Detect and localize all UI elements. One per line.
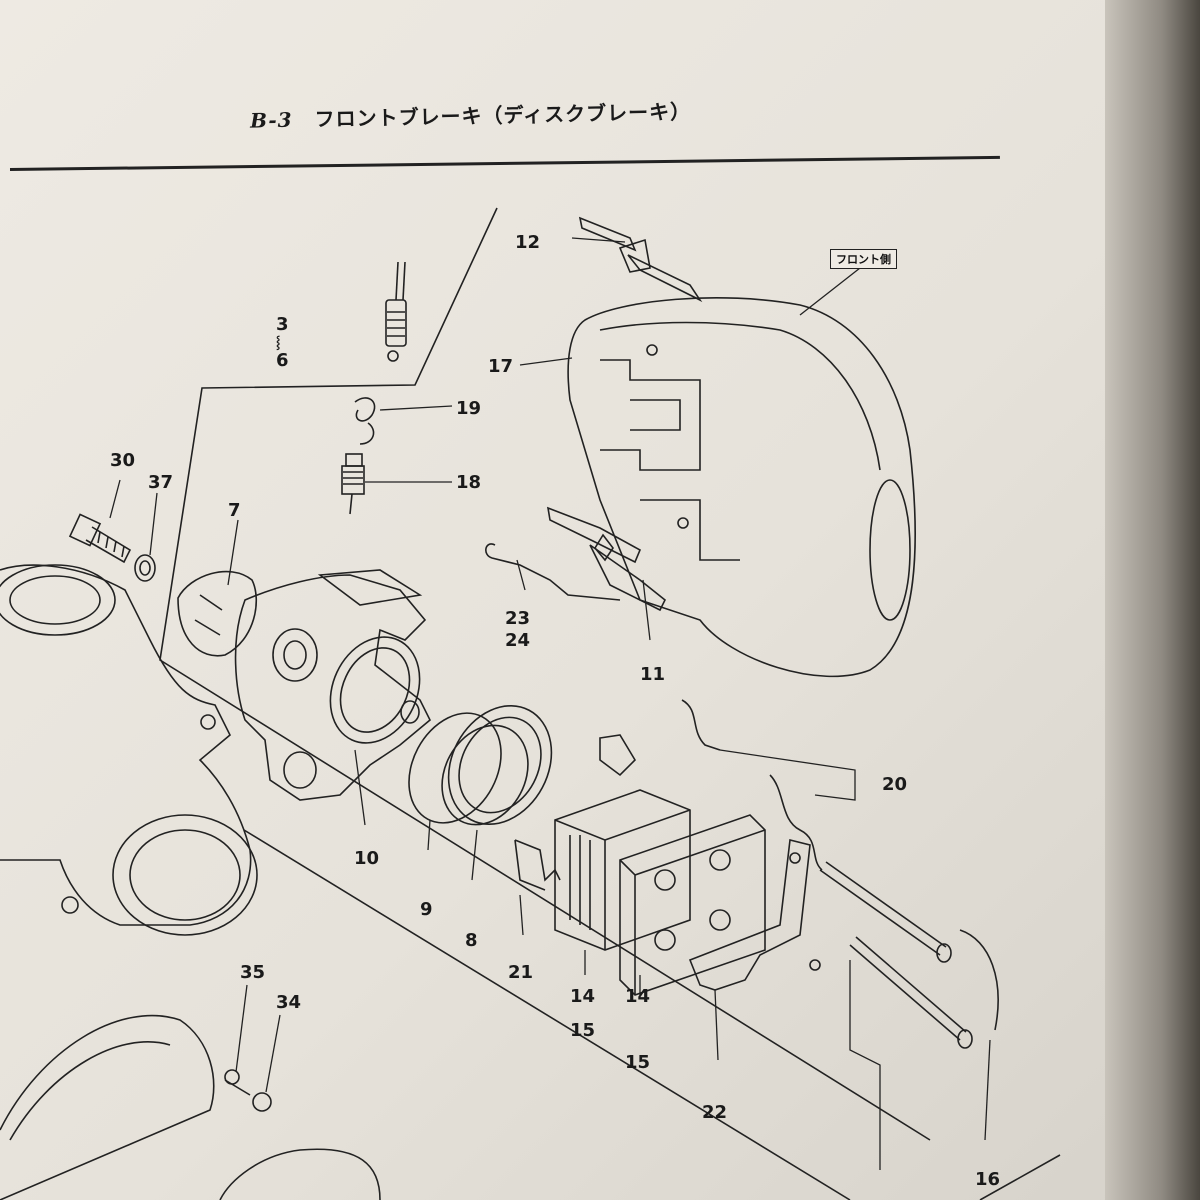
retainer-clip-16 (959, 929, 999, 1031)
group-boundary-line-lower (243, 829, 851, 1200)
part-label-11: 11 (640, 664, 665, 685)
part-label-18: 18 (456, 472, 481, 493)
part-label-10: 10 (354, 848, 379, 869)
shim-11 (546, 506, 667, 612)
bolt-30 (68, 513, 132, 564)
part-label-9: 9 (420, 899, 433, 920)
dust-shield (0, 1014, 215, 1200)
washer-37 (134, 554, 156, 582)
book-edge (1105, 0, 1200, 1200)
group-boundary-line-right (979, 1154, 1061, 1200)
brake-disc (219, 1148, 381, 1200)
shim-plate-22 (688, 839, 811, 991)
part-label-14-b: 14 (625, 986, 650, 1007)
anti-rattle-spring-a (681, 699, 721, 751)
anti-rattle-spring-b (769, 774, 823, 871)
front-side-label: フロント側 (830, 249, 897, 269)
part-label-34: 34 (276, 992, 301, 1013)
brake-pad-outer (619, 814, 766, 996)
part-label-7: 7 (228, 500, 241, 521)
part-label-20: 20 (882, 774, 907, 795)
part-label-3-6-top: 3 (276, 314, 289, 335)
part-label-30: 30 (110, 450, 135, 471)
caliper-body (177, 569, 431, 801)
part-labels: 12 17 19 18 3 ⸾ 6 30 37 7 23 24 11 20 10… (110, 232, 1000, 1190)
shim-12 (578, 216, 703, 303)
seal-ring-9 (408, 712, 502, 824)
part-label-23: 23 (505, 608, 530, 629)
part-label-15-b: 15 (625, 1052, 650, 1073)
part-label-22: 22 (702, 1102, 727, 1123)
part-label-15-a: 15 (570, 1020, 595, 1041)
clip-19 (354, 397, 376, 445)
leader-lines (109, 237, 991, 1170)
part-label-16: 16 (975, 1169, 1000, 1190)
spring-23 (485, 543, 621, 601)
part-label-3-6-sep: ⸾ (276, 335, 280, 351)
part-label-21: 21 (508, 962, 533, 983)
caliper-cover-17 (567, 296, 917, 678)
group-boundary-line (159, 207, 931, 1141)
part-label-24: 24 (505, 630, 530, 651)
part-label-8: 8 (465, 930, 478, 951)
brake-pad-inner (554, 789, 691, 951)
screw-34 (224, 1079, 272, 1112)
part-label-35: 35 (240, 962, 265, 983)
part-label-37: 37 (148, 472, 173, 493)
part-label-14-a: 14 (570, 986, 595, 1007)
part-label-19: 19 (456, 398, 481, 419)
part-label-17: 17 (488, 356, 513, 377)
part-label-12: 12 (515, 232, 540, 253)
piston-8 (441, 705, 553, 826)
bleeder-screw-18 (341, 453, 365, 515)
steering-knuckle (0, 564, 258, 936)
shim-21 (514, 839, 561, 891)
pad-pins (819, 861, 973, 1049)
part-label-3-6-bottom: 6 (276, 350, 289, 371)
bleeder-valve (385, 261, 407, 362)
